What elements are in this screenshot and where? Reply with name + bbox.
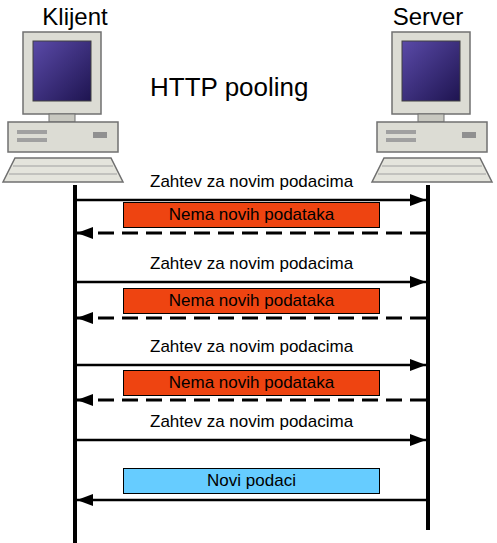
lifeline: Server [426,185,430,530]
lifeline: Klijent [73,185,77,543]
message-arrow [77,364,426,367]
message-arrow [77,499,426,502]
client-computer [3,32,123,182]
dashed-response-arrow [77,317,426,320]
message-arrow [77,281,426,284]
response-label: Novi podaci [123,468,380,494]
server-computer [372,32,492,182]
request-label: Zahtev za novim podacima [147,172,356,191]
request-label: Zahtev za novim podacima [147,254,356,273]
response-label: Nema novih podataka [123,288,380,314]
dashed-response-arrow [77,399,426,402]
response-label: Nema novih podataka [123,202,380,228]
request-label: Zahtev za novim podacima [147,412,356,431]
host-name: Server [393,3,464,31]
host-name: Klijent [42,3,107,31]
message-arrow [77,199,426,202]
dashed-response-arrow [77,232,426,235]
message-arrow [77,439,426,442]
diagram-title: HTTP pooling [150,72,309,103]
response-label: Nema novih podataka [123,370,380,396]
request-label: Zahtev za novim podacima [147,337,356,356]
